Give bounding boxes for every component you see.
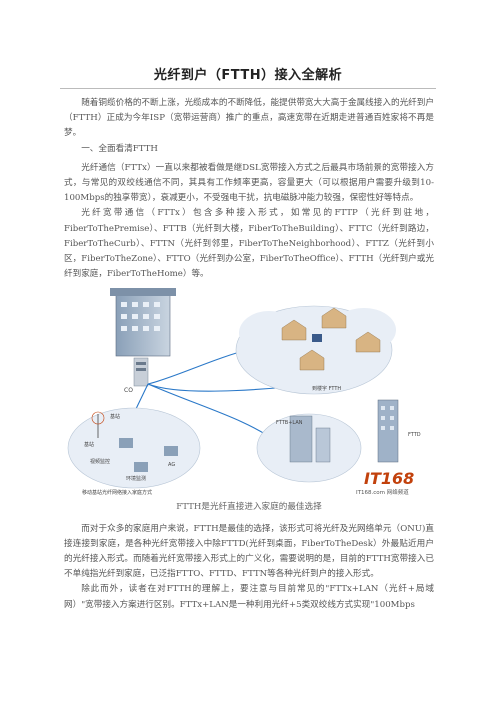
office-tower — [377, 400, 399, 463]
watermark-logo: IT168 IT168.com 网络频道 — [356, 469, 414, 496]
base-station-label: 基站 — [110, 413, 120, 420]
env-label: 环境监测 — [126, 475, 146, 482]
paragraph-forms: 光纤宽带通信（FTTx）包含多种接入形式，如常见的FTTP（光纤到驻地，Fibe… — [64, 208, 434, 280]
article-body: 随着铜缆价格的不断上涨，光缆成本的不断降低，能提供带宽大大高于金属线接入的光纤到… — [64, 96, 434, 613]
watermark-site: IT168.com 网络频道 — [356, 488, 409, 496]
watermark-brand: IT168 — [364, 469, 414, 488]
jizhan-label: 基站 — [84, 441, 94, 448]
ag-label: AG — [168, 462, 175, 468]
video-label: 视频监控 — [90, 458, 110, 465]
network-diagram: CO — [64, 288, 434, 498]
central-office-building — [110, 288, 176, 387]
legend-label: 移动基站光纤网络接入家庭方式 — [82, 489, 152, 496]
section-heading: 一、全面看清FTTH — [81, 143, 158, 154]
fttb-lan-cloud — [256, 414, 362, 483]
figure-caption: FTTH是光纤直接进入家庭的最佳选择 — [176, 502, 322, 513]
mobile-cloud — [67, 408, 201, 489]
paragraph-fttx: 光纤通信（FTTx）一直以来都被看做是继DSL宽带接入方式之后最具市场前景的宽带… — [64, 162, 434, 204]
ftth-cloud — [235, 306, 396, 395]
paragraph-ftth-home: 而对于众多的家庭用户来说，FTTH是最佳的选择，该形式可将光纤及光网络单元（ON… — [64, 523, 434, 580]
fttd-label: FTTD — [408, 432, 421, 438]
paragraph-intro: 随着铜缆价格的不断上涨，光缆成本的不断降低，能提供带宽大大高于金属线接入的光纤到… — [64, 98, 434, 139]
co-label: CO — [124, 387, 133, 394]
ftth-cloud-label: 到楼宇 FTTH — [312, 385, 341, 392]
page-title: 光纤到户（FTTH）接入全解析 — [153, 68, 343, 83]
paragraph-fttx-lan: 除此而外，读者在对FTTH的理解上，要注意与目前常见的"FTTx+LAN（光纤+… — [64, 584, 434, 610]
ftth-topology-illustration: CO — [67, 288, 421, 496]
fttb-lan-label: FTTB+LAN — [276, 420, 303, 426]
title-divider — [60, 88, 436, 89]
